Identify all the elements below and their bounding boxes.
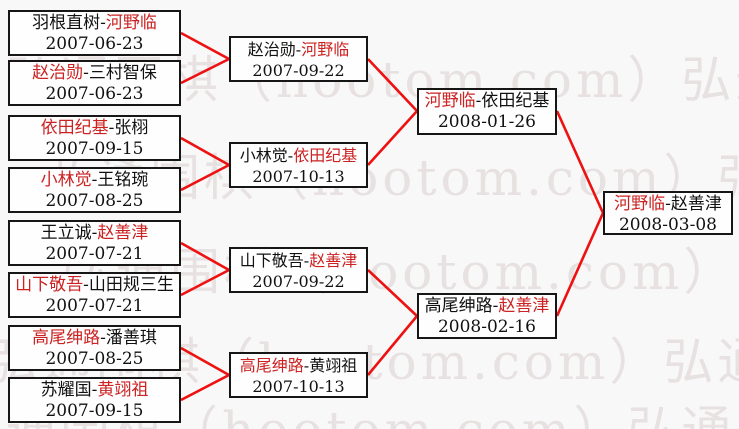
player-2: 依田纪基 xyxy=(481,91,550,111)
players-separator: - xyxy=(91,380,98,400)
players-separator: - xyxy=(303,356,310,375)
match-box-final: 河野临-赵善津 2008-03-08 xyxy=(603,191,733,235)
players-separator: - xyxy=(83,63,89,83)
match-box: 赵治勋-三村智保 2007-06-23 xyxy=(8,60,181,106)
match-players: 高尾绅路-黄翊祖 xyxy=(231,355,366,376)
match-players: 山下敬吾-赵善津 xyxy=(231,250,366,271)
match-players: 依田纪基-张栩 xyxy=(10,118,179,139)
players-separator: - xyxy=(91,223,98,243)
players-separator: - xyxy=(108,118,115,138)
match-date: 2007-08-25 xyxy=(45,349,144,369)
player-1: 羽根直树 xyxy=(32,13,101,33)
match-date: 2007-07-21 xyxy=(45,244,144,264)
player-2: 河野临 xyxy=(105,13,157,33)
match-box: 赵治勋-河野临 2007-09-22 xyxy=(229,36,368,82)
player-2: 潘善琪 xyxy=(105,328,157,348)
match-box: 小林觉-依田纪基 2007-10-13 xyxy=(229,142,368,188)
match-players: 山下敬吾-山田规三生 xyxy=(10,275,179,296)
match-box: 苏耀国-黄翊祖 2007-09-15 xyxy=(8,377,181,423)
player-1: 依田纪基 xyxy=(40,118,109,138)
match-box: 河野临-依田纪基 2008-01-26 xyxy=(417,88,557,135)
players-separator: - xyxy=(83,275,89,295)
match-box: 王立诚-赵善津 2007-07-21 xyxy=(8,220,181,266)
player-2: 赵善津 xyxy=(97,223,149,243)
match-date: 2007-08-25 xyxy=(45,191,144,211)
match-date: 2007-09-22 xyxy=(252,272,345,291)
match-date: 2007-09-15 xyxy=(45,401,144,421)
match-date: 2007-06-23 xyxy=(45,84,144,104)
match-players: 王立诚-赵善津 xyxy=(10,223,179,244)
player-2: 赵善津 xyxy=(670,194,722,214)
match-date: 2008-03-08 xyxy=(618,215,717,235)
player-2: 张栩 xyxy=(114,118,149,138)
players-separator: - xyxy=(100,328,106,348)
player-2: 河野临 xyxy=(301,40,350,59)
match-date: 2007-06-23 xyxy=(45,34,144,54)
player-1: 河野临 xyxy=(614,194,666,214)
match-date: 2007-10-13 xyxy=(252,377,345,396)
match-players: 羽根直树-河野临 xyxy=(10,13,179,34)
player-1: 高尾绅路 xyxy=(424,296,493,316)
match-players: 赵治勋-三村智保 xyxy=(10,63,179,84)
player-2: 赵善津 xyxy=(309,251,358,270)
players-separator: - xyxy=(492,296,499,316)
match-box: 高尾绅路-黄翊祖 2007-10-13 xyxy=(229,352,368,398)
match-box: 山下敬吾-赵善津 2007-09-22 xyxy=(229,247,368,293)
player-1: 河野临 xyxy=(424,91,476,111)
player-1: 赵治勋 xyxy=(247,40,296,59)
match-date: 2007-09-22 xyxy=(252,61,345,80)
player-1: 小林觉 xyxy=(239,146,288,165)
player-1: 王立诚 xyxy=(40,223,92,243)
match-box: 羽根直树-河野临 2007-06-23 xyxy=(8,10,181,56)
player-1: 高尾绅路 xyxy=(32,328,101,348)
match-players: 高尾绅路-潘善琪 xyxy=(10,328,179,349)
match-box: 山下敬吾-山田规三生 2007-07-21 xyxy=(8,272,181,318)
player-1: 赵治勋 xyxy=(32,63,84,83)
match-box: 小林觉-王铭琬 2007-08-25 xyxy=(8,167,181,213)
player-1: 小林觉 xyxy=(40,170,92,190)
players-separator: - xyxy=(295,40,302,59)
match-date: 2008-01-26 xyxy=(437,112,536,132)
player-2: 黄翊祖 xyxy=(309,356,358,375)
match-date: 2008-02-16 xyxy=(437,317,536,337)
players-separator: - xyxy=(287,146,294,165)
players-separator: - xyxy=(303,251,310,270)
players-separator: - xyxy=(475,91,482,111)
match-box: 高尾绅路-潘善琪 2007-08-25 xyxy=(8,325,181,371)
player-1: 苏耀国 xyxy=(40,380,92,400)
match-date: 2007-10-13 xyxy=(252,167,345,186)
match-box: 高尾绅路-赵善津 2008-02-16 xyxy=(417,293,557,339)
match-players: 河野临-赵善津 xyxy=(605,194,731,215)
player-1: 山下敬吾 xyxy=(239,251,304,270)
player-2: 山田规三生 xyxy=(88,275,174,295)
player-1: 山下敬吾 xyxy=(15,275,84,295)
match-box: 依田纪基-张栩 2007-09-15 xyxy=(8,115,181,161)
match-date: 2007-07-21 xyxy=(45,296,144,316)
match-players: 赵治勋-河野临 xyxy=(231,39,366,60)
player-2: 黄翊祖 xyxy=(97,380,149,400)
match-players: 小林觉-依田纪基 xyxy=(231,145,366,166)
players-separator: - xyxy=(100,13,106,33)
match-players: 苏耀国-黄翊祖 xyxy=(10,380,179,401)
match-players: 小林觉-王铭琬 xyxy=(10,170,179,191)
players-separator: - xyxy=(91,170,98,190)
match-players: 高尾绅路-赵善津 xyxy=(419,296,555,317)
players-separator: - xyxy=(665,194,671,214)
player-2: 王铭琬 xyxy=(97,170,149,190)
match-players: 河野临-依田纪基 xyxy=(419,91,555,112)
player-1: 高尾绅路 xyxy=(239,356,304,375)
player-2: 赵善津 xyxy=(498,296,550,316)
match-date: 2007-09-15 xyxy=(45,139,144,159)
player-2: 三村智保 xyxy=(88,63,157,83)
player-2: 依田纪基 xyxy=(293,146,358,165)
